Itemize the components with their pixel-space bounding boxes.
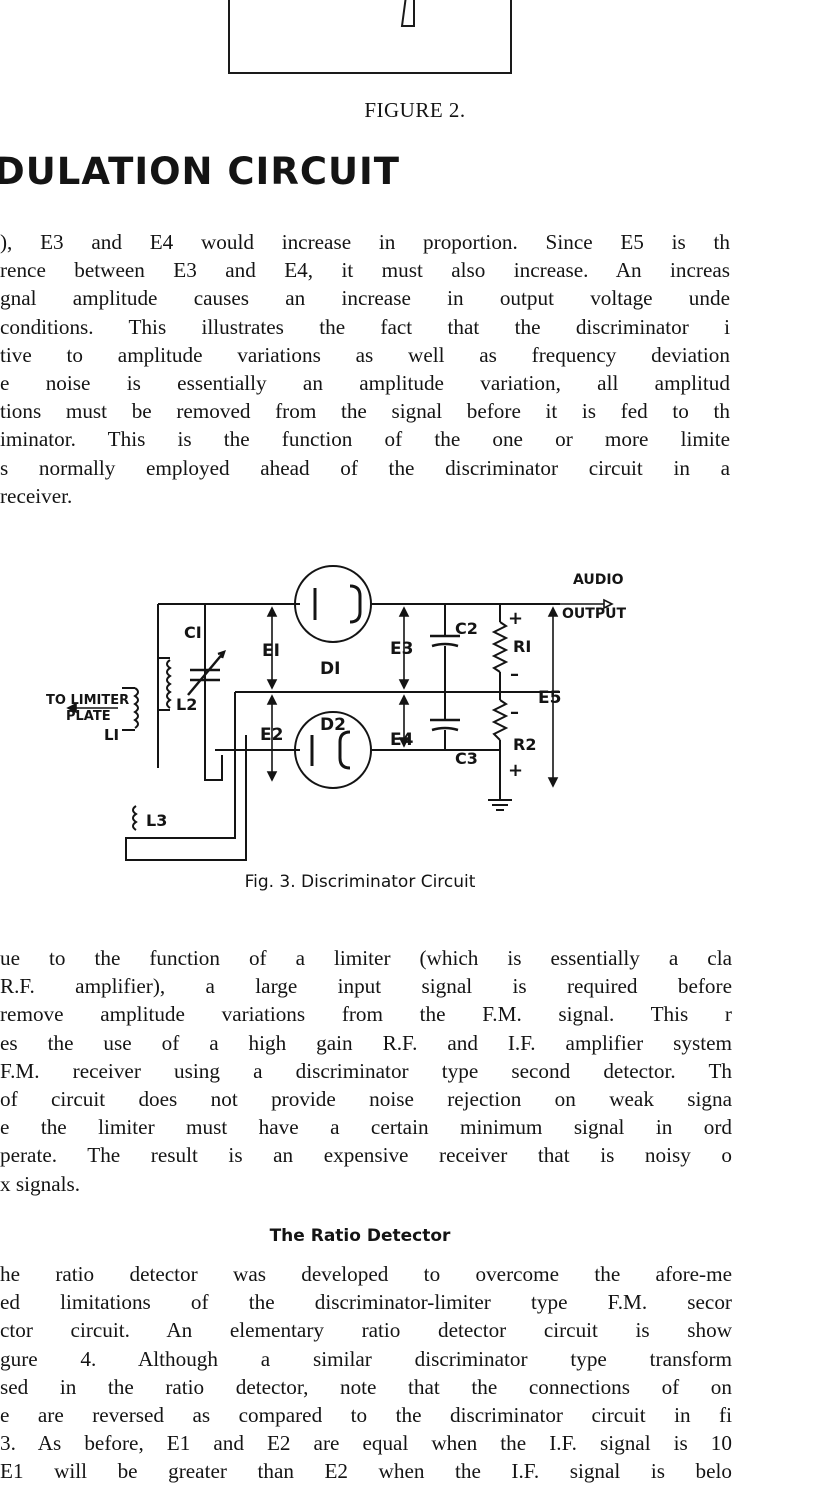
- label-output: OUTPUT: [562, 606, 626, 622]
- label-r1-plus: +: [508, 608, 523, 629]
- label-plate: PLATE: [66, 709, 111, 724]
- text-line: sed in the ratio detector, note that the…: [0, 1374, 732, 1399]
- text-line: s normally employed ahead of the discrim…: [0, 455, 730, 480]
- section-title: DULATION CIRCUIT: [0, 150, 401, 193]
- label-to-limiter: TO LIMITER: [46, 693, 129, 708]
- text-line: ue to the function of a limiter (which i…: [0, 946, 732, 970]
- text-line: he ratio detector was developed to overc…: [0, 1262, 732, 1286]
- text-line: perate. The result is an expensive recei…: [0, 1143, 732, 1168]
- text-line: tive to amplitude variations as well as …: [0, 342, 730, 367]
- text-line: conditions. This illustrates the fact th…: [0, 314, 730, 339]
- document-page: FIGURE 2. DULATION CIRCUIT ), E3 and E4 …: [0, 0, 732, 1483]
- label-l1: LI: [104, 726, 119, 744]
- figure2-caption: FIGURE 2.: [364, 98, 466, 122]
- text-line: rence between E3 and E4, it must also in…: [0, 258, 730, 283]
- paragraph-3: he ratio detector was developed to overc…: [0, 1260, 732, 1486]
- text-line: e the limiter must have a certain minimu…: [0, 1115, 732, 1140]
- label-r2-minus: –: [510, 702, 519, 723]
- figure2-frame: [228, 0, 512, 74]
- diode-d1-envelope: [294, 565, 372, 643]
- text-line: receiver.: [0, 483, 73, 508]
- label-d2: D2: [320, 715, 346, 735]
- label-d1: DI: [320, 659, 340, 679]
- text-line: e are reversed as compared to the discri…: [0, 1403, 732, 1428]
- text-line: F.M. receiver using a discriminator type…: [0, 1058, 732, 1083]
- text-line: gnal amplitude causes an increase in out…: [0, 286, 730, 311]
- text-line: tions must be removed from the signal be…: [0, 399, 730, 424]
- figure2-fragment: [400, 0, 415, 27]
- text-line: R.F. amplifier), a large input signal is…: [0, 974, 732, 999]
- text-line: iminator. This is the function of the on…: [0, 427, 730, 452]
- label-c3: C3: [455, 749, 478, 768]
- diode-d2-envelope: [294, 711, 372, 789]
- discriminator-circuit-diagram: AUDIO OUTPUT TO LIMITER PLATE CI C2 C3 L…: [46, 565, 626, 861]
- paragraph-1: ), E3 and E4 would increase in proportio…: [0, 228, 730, 510]
- text-line: 3. As before, E1 and E2 are equal when t…: [0, 1431, 732, 1456]
- label-r2-plus: +: [508, 760, 523, 781]
- text-line: remove amplitude variations from the F.M…: [0, 1002, 732, 1027]
- label-r1-minus: –: [510, 664, 519, 685]
- label-e1: EI: [262, 641, 280, 661]
- text-line: gure 4. Although a similar discriminator…: [0, 1346, 732, 1371]
- text-line: ed limitations of the discriminator-limi…: [0, 1290, 732, 1315]
- label-e2: E2: [260, 725, 283, 745]
- text-line: e noise is essentially an amplitude vari…: [0, 371, 730, 396]
- label-l2: L2: [176, 695, 197, 714]
- label-c2: C2: [455, 619, 478, 638]
- text-line: ctor circuit. An elementary ratio detect…: [0, 1318, 732, 1343]
- label-c1: CI: [184, 623, 202, 642]
- paragraph-2: ue to the function of a limiter (which i…: [0, 944, 732, 1198]
- label-audio: AUDIO: [573, 572, 624, 588]
- text-line: x signals.: [0, 1171, 81, 1196]
- section-heading-ratio-detector: The Ratio Detector: [269, 1226, 451, 1246]
- text-line: of circuit does not provide noise reject…: [0, 1087, 732, 1112]
- label-e3: E3: [390, 639, 413, 659]
- text-line: ), E3 and E4 would increase in proportio…: [0, 230, 730, 254]
- label-l3: L3: [146, 811, 167, 830]
- label-r2: R2: [513, 735, 536, 754]
- label-e5: E5: [538, 688, 561, 708]
- label-r1: RI: [513, 637, 531, 656]
- text-line: E1 will be greater than E2 when the I.F.…: [0, 1459, 732, 1484]
- figure3-caption: Fig. 3. Discriminator Circuit: [244, 872, 476, 892]
- text-line: es the use of a high gain R.F. and I.F. …: [0, 1030, 732, 1055]
- label-e4: E4: [390, 730, 414, 750]
